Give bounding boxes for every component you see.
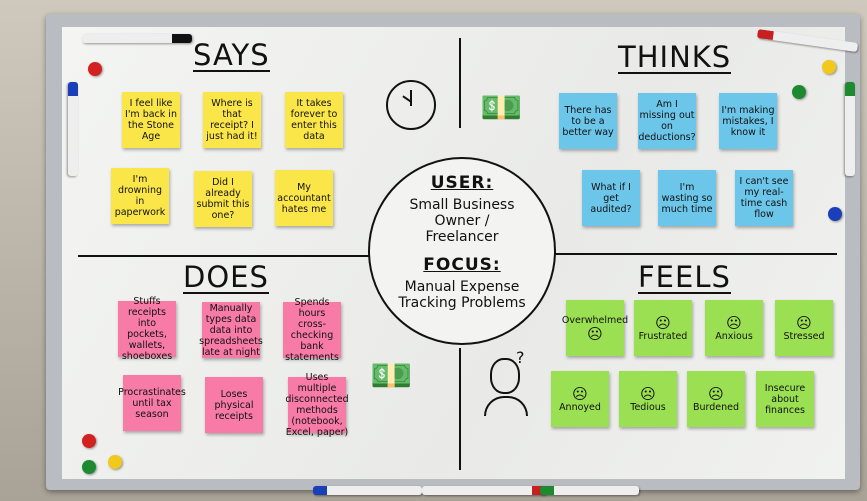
- feels-note: Overwhelmed☹: [562, 300, 628, 356]
- sad-face-icon: ☹: [587, 324, 603, 343]
- focus-value: Manual Expense Tracking Problems: [398, 279, 526, 311]
- divider-horizontal-right: [552, 253, 837, 255]
- thinks-note: There has to be a better way: [559, 93, 617, 149]
- yellow-magnet[interactable]: [108, 455, 122, 469]
- blue-marker-tray[interactable]: [313, 486, 422, 495]
- does-note: Manually types data data into spreadshee…: [199, 302, 263, 358]
- green-marker[interactable]: [845, 82, 855, 176]
- thinks-title: THINKS: [618, 40, 732, 74]
- sad-face-icon: ☹: [572, 384, 588, 403]
- says-note: My accountant hates me: [275, 170, 333, 226]
- sad-face-icon: ☹: [708, 384, 724, 403]
- feels-note: ☹Frustrated: [634, 300, 692, 356]
- thinks-note: What if I get audited?: [582, 170, 640, 226]
- feels-note: Insecure about finances: [756, 371, 814, 427]
- user-label: USER:: [430, 173, 494, 193]
- red-magnet[interactable]: [88, 62, 102, 76]
- black-marker[interactable]: [82, 34, 192, 43]
- sad-face-icon: ☹: [796, 313, 812, 332]
- green-marker-tray[interactable]: [540, 486, 639, 495]
- feels-note: ☹Annoyed: [551, 371, 609, 427]
- divider-vertical-top: [459, 38, 461, 128]
- feels-note: ☹Burdened: [687, 371, 745, 427]
- clock-icon: [386, 80, 436, 130]
- green-magnet[interactable]: [82, 460, 96, 474]
- red-magnet[interactable]: [82, 434, 96, 448]
- sad-face-icon: ☹: [655, 313, 671, 332]
- does-title: DOES: [183, 260, 269, 294]
- does-note: Procrastinates until tax season: [118, 375, 186, 431]
- green-magnet[interactable]: [792, 85, 806, 99]
- user-value: Small Business Owner / Freelancer: [409, 197, 515, 245]
- sad-face-icon: ☹: [726, 313, 742, 332]
- confused-person-icon: ?: [484, 348, 528, 416]
- center-persona-circle: USER: Small Business Owner / Freelancer …: [368, 157, 556, 345]
- money-stack-icon: 💵: [480, 88, 523, 128]
- feels-note: ☹Tedious: [619, 371, 677, 427]
- blue-magnet[interactable]: [828, 207, 842, 221]
- feels-title: FEELS: [638, 260, 731, 294]
- says-note: I feel like I'm back in the Stone Age: [122, 92, 180, 148]
- feels-note: ☹Stressed: [775, 300, 833, 356]
- does-note: Loses physical receipts: [205, 377, 263, 433]
- says-note: It takes forever to enter this data: [285, 92, 343, 148]
- sad-face-icon: ☹: [640, 384, 656, 403]
- does-note: Spends hours cross-checking bank stateme…: [283, 297, 341, 363]
- yellow-magnet[interactable]: [822, 60, 836, 74]
- thinks-note: I'm making mistakes, I know it: [719, 93, 777, 149]
- money-stack-icon: 💵: [370, 356, 413, 396]
- divider-horizontal-left: [78, 255, 370, 257]
- focus-label: FOCUS:: [423, 255, 501, 275]
- says-note: Where is that receipt? I just had it!: [203, 92, 261, 148]
- does-note: Stuffs receipts into pockets, wallets, s…: [118, 296, 176, 362]
- says-note: I'm drowning in paperwork: [111, 168, 169, 224]
- feels-note: ☹Anxious: [705, 300, 763, 356]
- blue-marker[interactable]: [68, 82, 78, 176]
- red-marker-tray[interactable]: [422, 486, 546, 495]
- does-note: Uses multiple disconnected methods (note…: [285, 372, 349, 438]
- says-title: SAYS: [193, 38, 270, 72]
- thinks-note: I'm wasting so much time: [658, 170, 716, 226]
- thinks-note: Am I missing out on deductions?: [638, 93, 696, 149]
- says-note: Did I already submit this one?: [194, 171, 252, 227]
- divider-vertical-bottom: [459, 348, 461, 470]
- thinks-note: I can't see my real-time cash flow: [735, 170, 793, 226]
